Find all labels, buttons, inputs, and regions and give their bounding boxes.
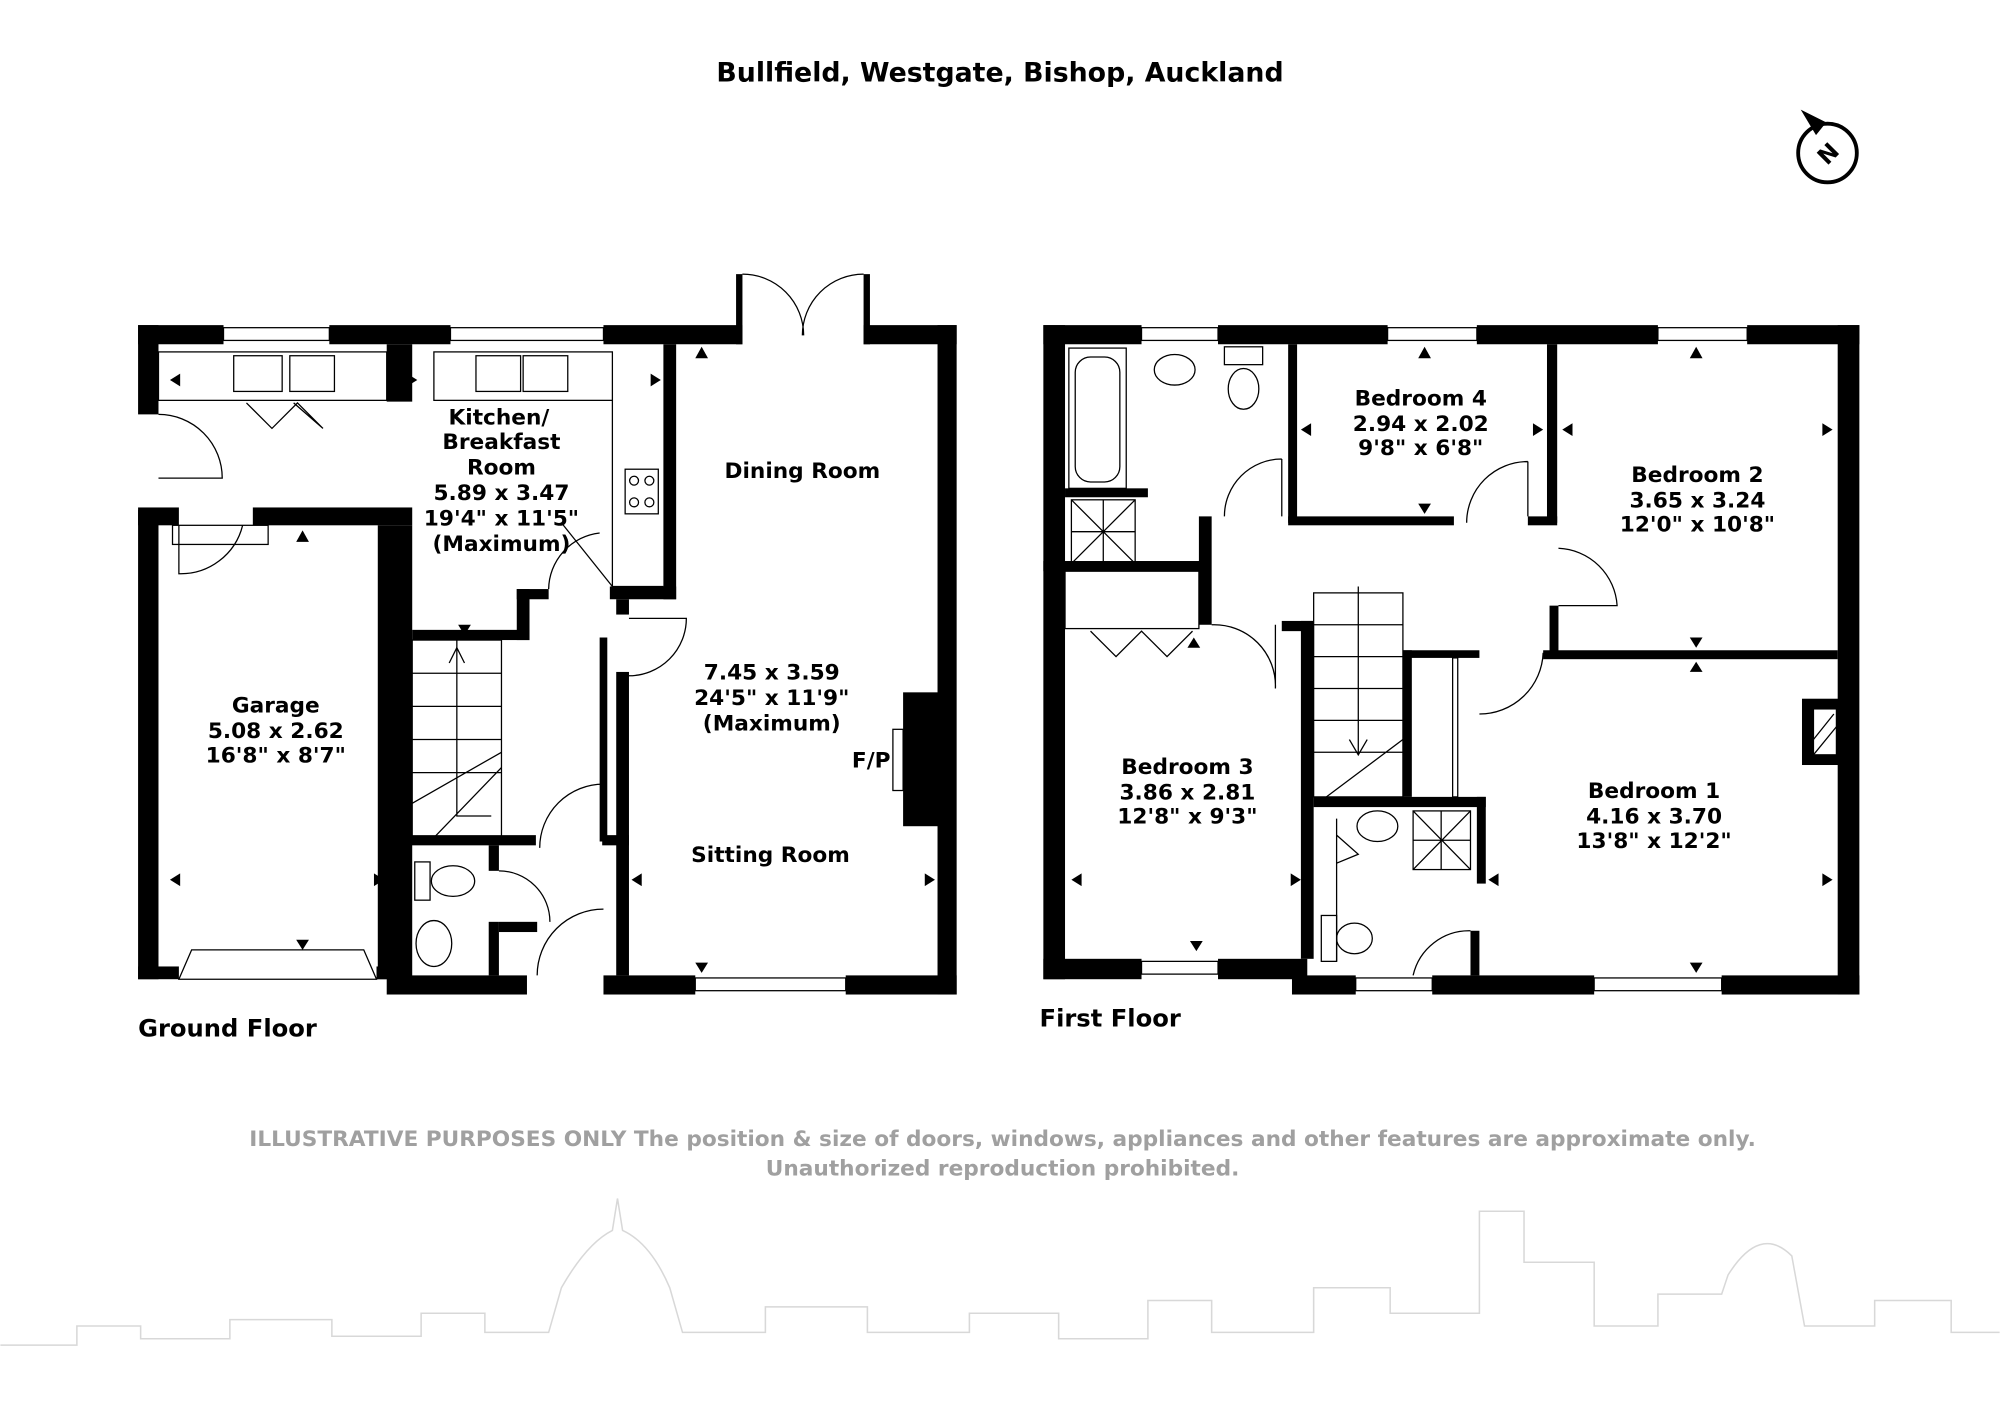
bedroom1-imperial: 13'8" x 12'2"	[1576, 829, 1731, 854]
bedroom1-metric: 4.16 x 3.70	[1586, 805, 1722, 830]
sitting-imperial: 24'5" x 11'9"	[694, 686, 849, 711]
first-floor-plan: Bedroom 4 2.94 x 2.02 9'8" x 6'8" Bedroo…	[1040, 325, 1860, 1032]
garage-metric: 5.08 x 2.62	[208, 719, 344, 744]
plan-title: Bullfield, Westgate, Bishop, Auckland	[716, 58, 1283, 89]
bedroom3-metric: 3.86 x 2.81	[1119, 780, 1255, 805]
ground-floor-label: Ground Floor	[138, 1015, 317, 1043]
staircase	[1313, 586, 1404, 798]
first-floor-label: First Floor	[1040, 1004, 1181, 1032]
bedroom3-name: Bedroom 3	[1121, 755, 1253, 780]
bedroom4-imperial: 9'8" x 6'8"	[1358, 436, 1483, 461]
kitchen-metric: 5.89 x 3.47	[434, 481, 570, 506]
bedroom1-name: Bedroom 1	[1588, 779, 1720, 804]
bedroom4-metric: 2.94 x 2.02	[1353, 412, 1489, 437]
kitchen-name-line3: Room	[467, 455, 536, 480]
dining-room-name: Dining Room	[725, 459, 881, 484]
staircase	[411, 639, 503, 839]
city-skyline-decoration	[0, 1198, 2000, 1346]
bedroom2-imperial: 12'0" x 10'8"	[1620, 513, 1775, 538]
kitchen-note: (Maximum)	[433, 532, 571, 557]
bedroom3-imperial: 12'8" x 9'3"	[1117, 805, 1257, 830]
garage-imperial: 16'8" x 8'7"	[206, 743, 346, 768]
compass-label: N	[1813, 138, 1845, 170]
disclaimer-line1: ILLUSTRATIVE PURPOSES ONLY The position …	[249, 1127, 1756, 1152]
garage-name: Garage	[232, 694, 320, 719]
kitchen-imperial: 19'4" x 11'5"	[424, 506, 579, 531]
sitting-metric: 7.45 x 3.59	[704, 661, 840, 686]
kitchen-name-line1: Kitchen/	[449, 406, 550, 431]
fireplace-label: F/P	[852, 749, 891, 774]
sitting-room-name: Sitting Room	[691, 843, 850, 868]
bedroom2-name: Bedroom 2	[1631, 463, 1763, 488]
disclaimer-line2: Unauthorized reproduction prohibited.	[766, 1157, 1240, 1182]
sitting-note: (Maximum)	[703, 712, 841, 737]
bedroom2-metric: 3.65 x 3.24	[1629, 488, 1765, 513]
ground-floor-plan: Kitchen/ Breakfast Room 5.89 x 3.47 19'4…	[138, 273, 957, 1043]
north-arrow-icon: N	[1796, 109, 1859, 185]
bedroom4-name: Bedroom 4	[1355, 386, 1487, 411]
kitchen-name-line2: Breakfast	[442, 430, 560, 455]
